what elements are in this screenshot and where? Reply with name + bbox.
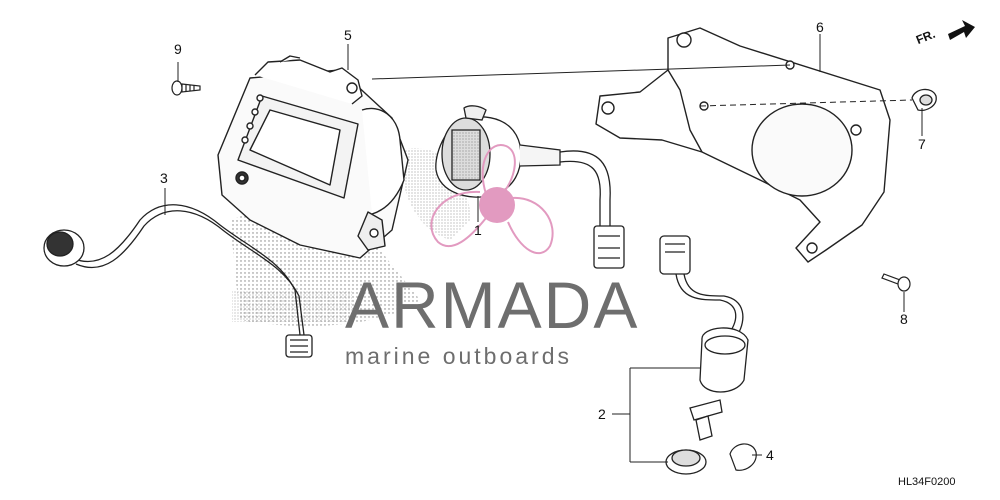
meter-housing-part-5 [217, 55, 409, 259]
armada-propeller-logo [430, 144, 554, 255]
callout-8: 8 [900, 311, 908, 327]
callout-5: 5 [344, 27, 352, 43]
gauge-unit-part-1 [435, 105, 625, 269]
watermark-brand-subtitle: marine outboards [345, 343, 572, 369]
clip-part-7 [911, 88, 937, 112]
leader-lines [164, 34, 923, 463]
callout-7: 7 [918, 136, 926, 152]
callout-1: 1 [474, 222, 482, 238]
ignition-switch-part-2 [659, 235, 749, 475]
cover-bracket-part-6 [595, 27, 891, 263]
diagram-reference-code: HL34F0200 [898, 476, 956, 488]
cable-harness-part-3 [43, 204, 313, 358]
cap-part-4 [729, 443, 757, 471]
screw-part-8 [881, 273, 911, 292]
callout-9: 9 [174, 41, 182, 57]
front-direction-arrow [948, 20, 975, 40]
watermark-brand-title: ARMADA [345, 268, 640, 342]
callout-3: 3 [160, 170, 168, 186]
callout-2: 2 [598, 406, 606, 422]
callout-6: 6 [816, 19, 824, 35]
callout-4: 4 [766, 447, 774, 463]
screw-part-9 [171, 80, 201, 96]
